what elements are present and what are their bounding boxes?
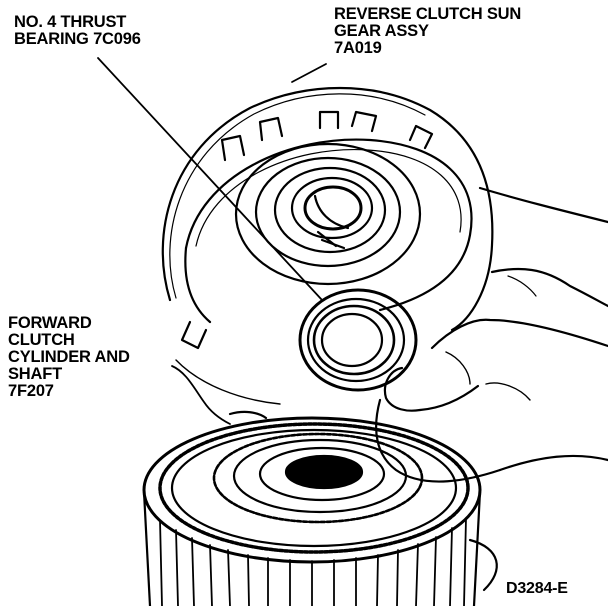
- figure-code: D3284-E: [506, 580, 568, 597]
- forward-clutch-cylinder: [142, 410, 498, 606]
- label-thrust-bearing: NO. 4 THRUST BEARING 7C096: [14, 13, 141, 48]
- thrust-bearing: [298, 288, 418, 392]
- label-reverse-clutch-sun-gear: REVERSE CLUTCH SUN GEAR ASSY 7A019: [334, 5, 522, 57]
- hand: [375, 186, 608, 483]
- reverse-clutch-drum: [161, 86, 494, 405]
- label-forward-clutch-cylinder: FORWARD CLUTCH CYLINDER AND SHAFT 7F207: [8, 314, 130, 400]
- leader-lines: [97, 57, 327, 425]
